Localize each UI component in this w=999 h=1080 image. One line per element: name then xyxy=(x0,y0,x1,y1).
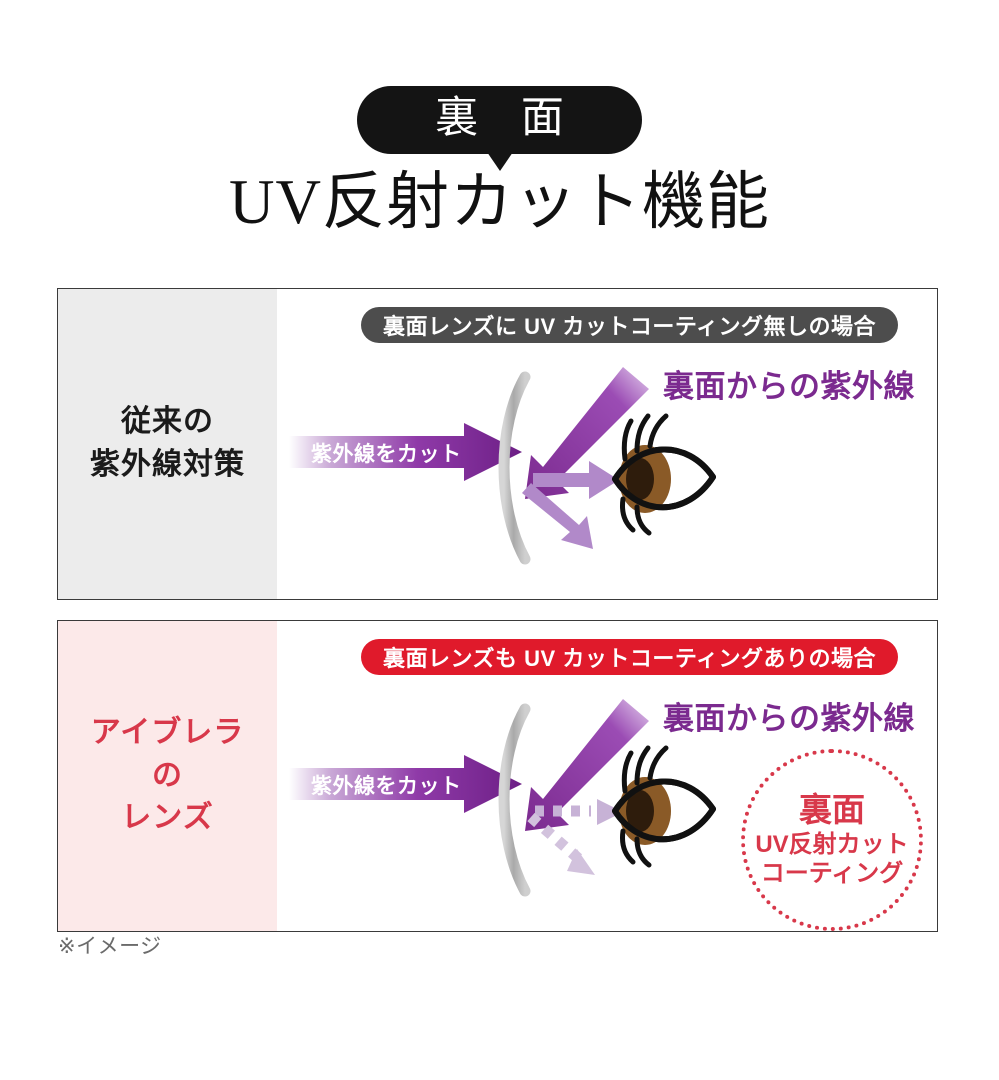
panel-conventional-content: 裏面レンズに UV カットコーティング無しの場合 裏面からの紫外線 紫外線をカッ… xyxy=(277,289,937,599)
cut-uv-arrow-top-label: 紫外線をカット xyxy=(311,443,462,466)
ribbon-with-coating: 裏面レンズも UV カットコーティングありの場合 xyxy=(361,639,899,675)
ribbon-no-coating: 裏面レンズに UV カットコーティング無しの場合 xyxy=(361,307,899,343)
eye-icon xyxy=(612,413,716,536)
panel-conventional-side-label: 従来の 紫外線対策 xyxy=(58,289,277,599)
cut-uv-arrow-bottom: 紫外線をカット xyxy=(289,755,522,813)
lens-curve-icon xyxy=(498,371,531,565)
coating-badge-line-3: コーティング xyxy=(760,860,904,888)
panel-eyebrella-content: 裏面レンズも UV カットコーティングありの場合 裏面からの紫外線 紫外線をカッ… xyxy=(277,621,937,931)
eye-icon xyxy=(612,745,716,868)
side-label-line-3: レンズ xyxy=(121,801,214,835)
coating-badge-line-2: UV反射カット xyxy=(755,831,909,859)
page-title: UV反射カット機能 xyxy=(229,167,770,237)
side-label-line-1: 従来の xyxy=(121,405,214,439)
header: 裏 面 UV反射カット機能 xyxy=(0,0,999,275)
lens-curve-icon xyxy=(498,703,531,897)
coating-badge-line-1: 裏面 xyxy=(799,791,865,829)
side-label-text: 従来の 紫外線対策 xyxy=(90,401,245,486)
side-label-line-2: 紫外線対策 xyxy=(90,448,245,481)
badge-pointer-icon xyxy=(486,152,513,172)
footnote: ※イメージ xyxy=(58,935,162,958)
incoming-uv-arrow-icon xyxy=(525,367,649,499)
panel-conventional: 従来の 紫外線対策 裏面レンズに UV カットコーティング無しの場合 裏面からの… xyxy=(57,288,938,600)
incoming-uv-arrow-icon xyxy=(525,699,649,831)
cut-uv-arrow-bottom-label: 紫外線をカット xyxy=(311,775,462,798)
panel-eyebrella: アイブレラ の レンズ 裏面レンズも UV カットコーティングありの場合 裏面か… xyxy=(57,620,938,932)
badge-container: 裏 面 xyxy=(0,86,999,172)
cut-uv-arrow-top: 紫外線をカット xyxy=(289,423,522,481)
panel-eyebrella-side-label: アイブレラ の レンズ xyxy=(58,621,277,931)
reflected-uv-arrow-2-icon xyxy=(522,483,593,549)
side-label-line-1: アイブレラ xyxy=(90,716,245,750)
side-label-text: アイブレラ の レンズ xyxy=(91,712,245,840)
uv-from-back-label-bottom: 裏面からの紫外線 xyxy=(663,701,915,736)
back-surface-badge: 裏 面 xyxy=(357,86,642,172)
badge-label: 裏 面 xyxy=(435,95,580,142)
coating-badge: 裏面 UV反射カット コーティング xyxy=(741,749,923,931)
reflected-uv-arrow-1-icon xyxy=(533,461,619,499)
uv-from-back-label-top: 裏面からの紫外線 xyxy=(663,369,915,404)
side-label-line-2: の xyxy=(152,758,183,792)
illustration-conventional xyxy=(473,367,733,567)
blocked-reflected-uv-arrow-2-icon xyxy=(527,812,595,875)
blocked-reflected-uv-arrow-1-icon xyxy=(535,799,623,825)
illustration-eyebrella xyxy=(473,699,733,899)
